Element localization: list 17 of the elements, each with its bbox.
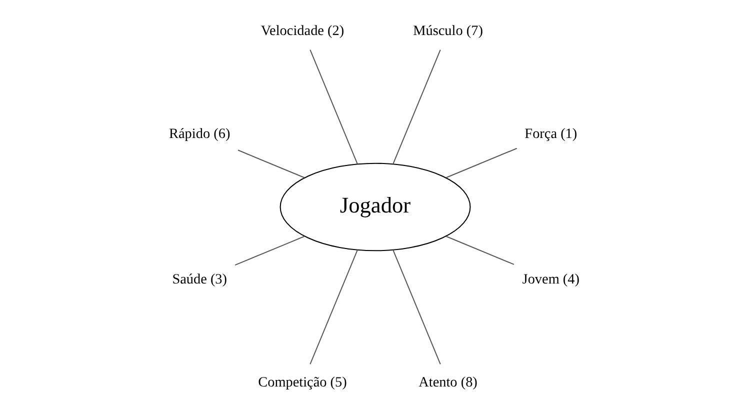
node-text: Atento (8) [418, 374, 477, 390]
node-text: Jovem (4) [522, 271, 580, 288]
connector [234, 235, 304, 266]
node-text: Músculo (7) [412, 22, 482, 39]
connector [237, 149, 304, 178]
connector [392, 49, 440, 164]
connector [446, 235, 514, 264]
node-ellipse: Jogador [279, 162, 470, 251]
connector [392, 249, 440, 364]
node-text: Velocidade (2) [260, 22, 344, 39]
node-text: Saúde (3) [172, 271, 227, 288]
node-text: Rápido (6) [168, 125, 230, 142]
connector [309, 49, 358, 164]
connector [309, 249, 358, 364]
node-text: Competição (5) [258, 374, 346, 390]
connector [446, 147, 517, 178]
node-text: Força (1) [524, 125, 577, 142]
